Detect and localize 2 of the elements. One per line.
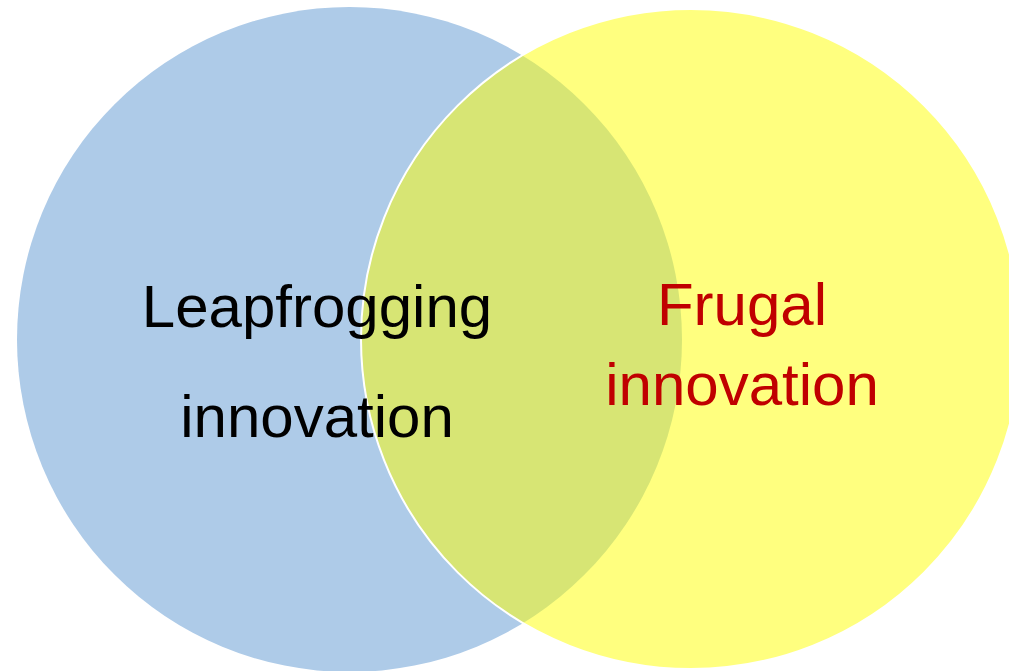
circle-label: Leapfrogging innovation xyxy=(140,272,494,452)
circle-label: Frugal innovation xyxy=(604,270,880,420)
